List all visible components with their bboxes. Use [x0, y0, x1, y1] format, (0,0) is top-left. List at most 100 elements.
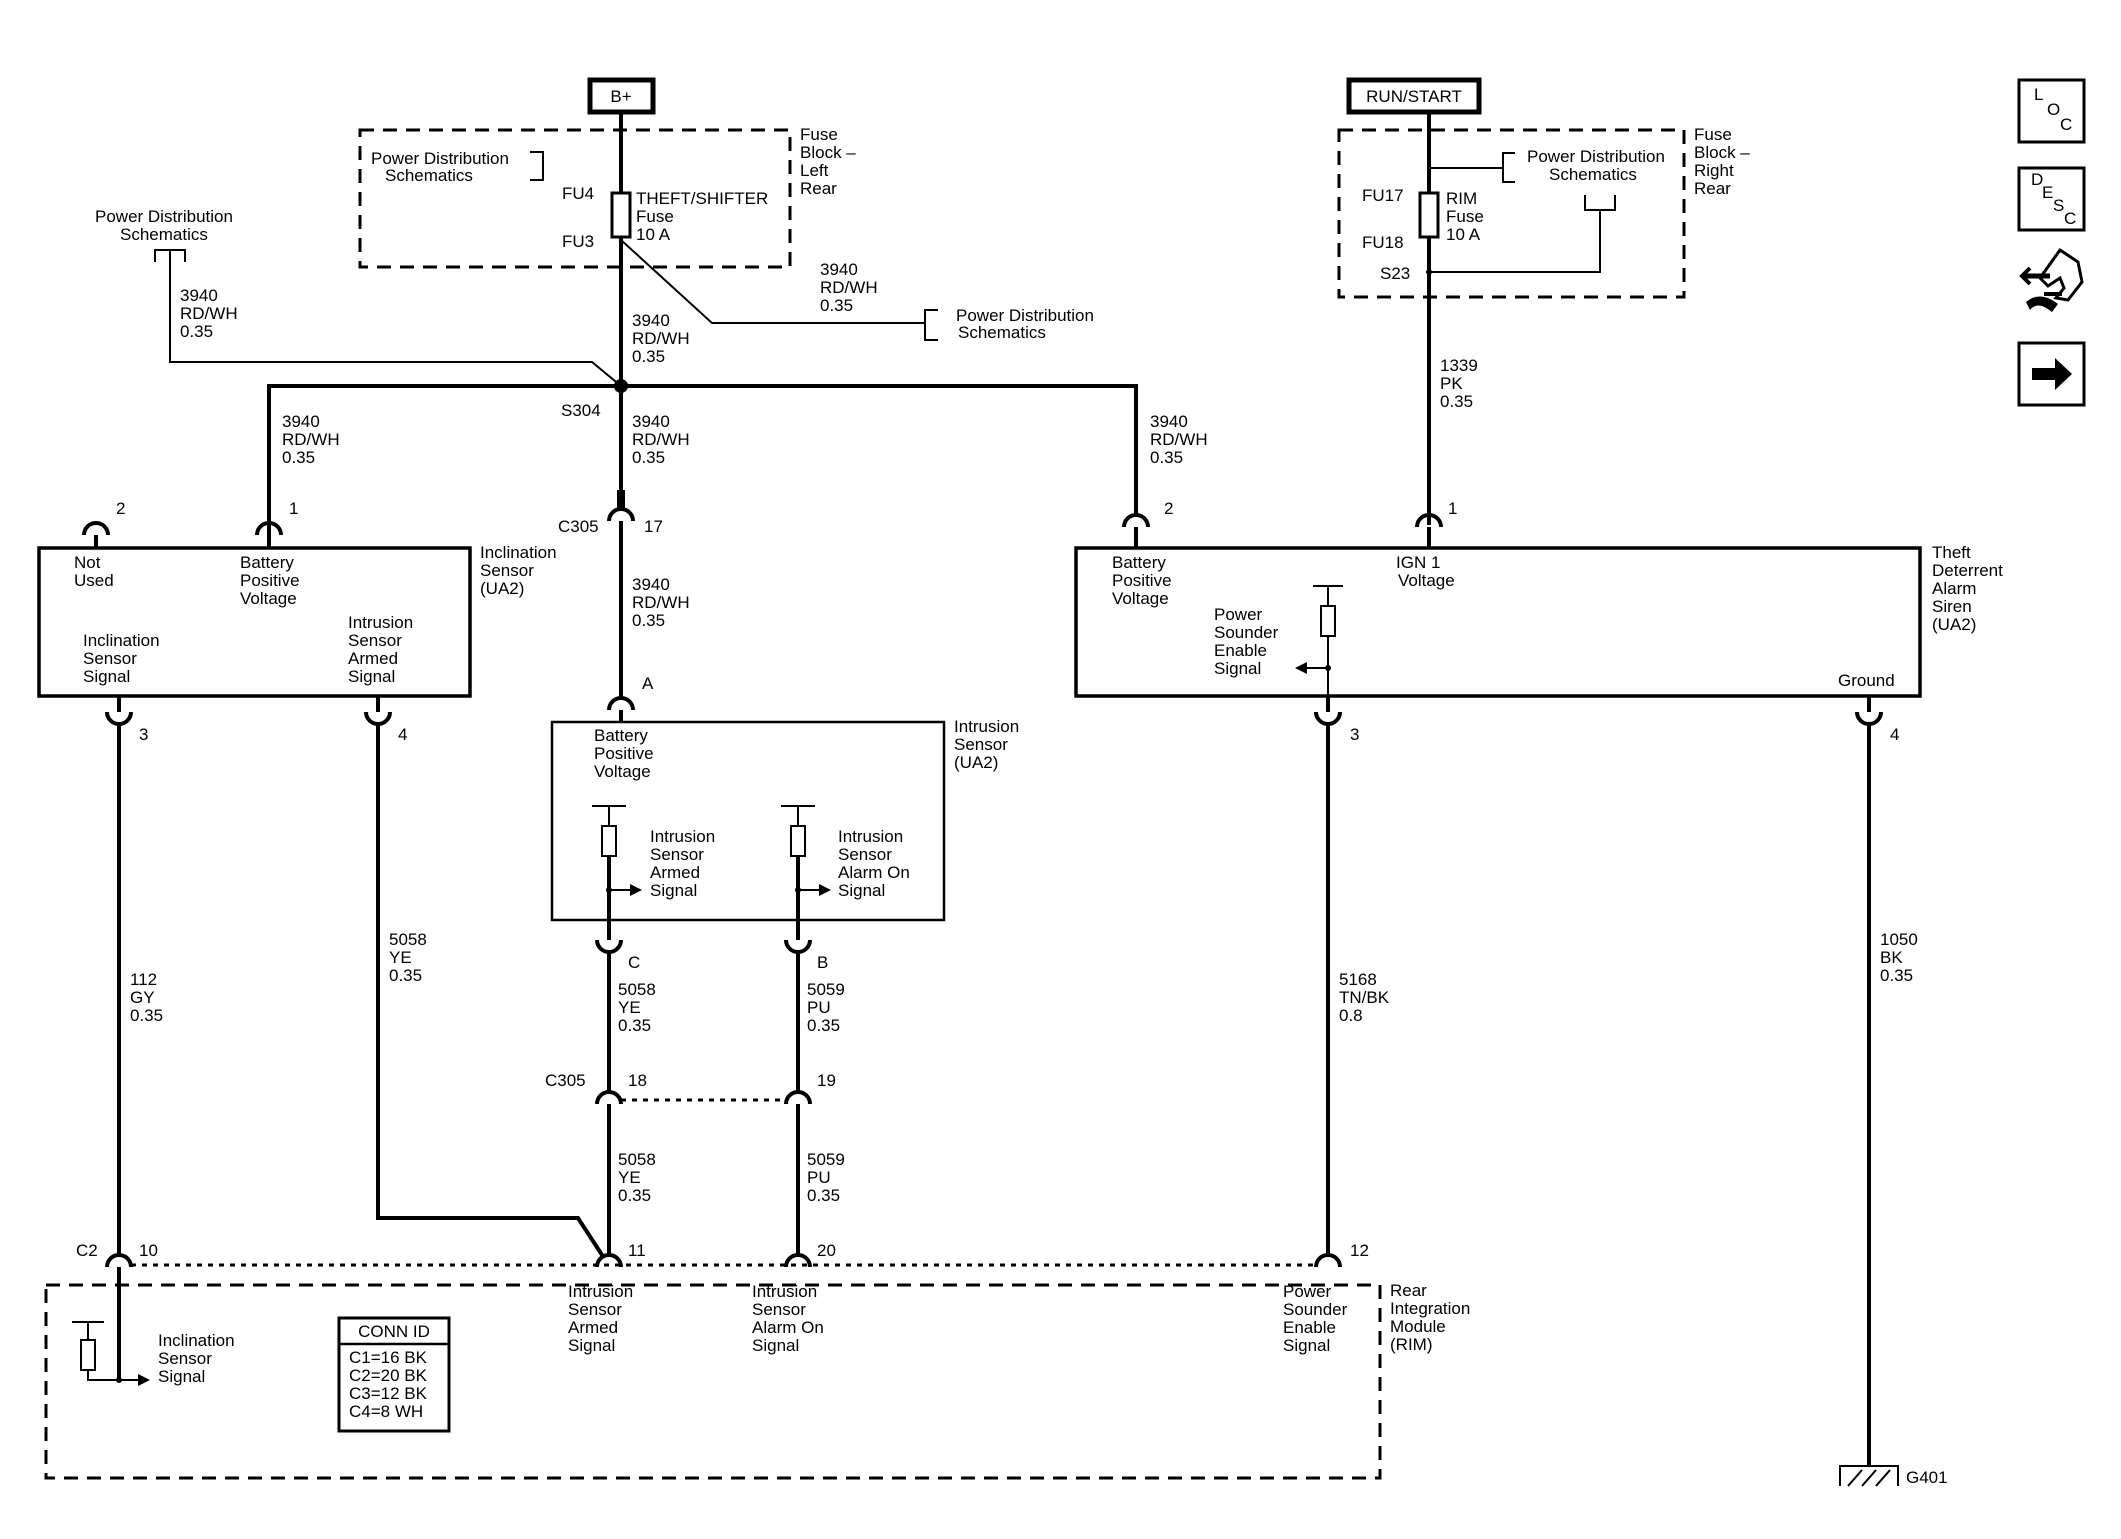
conn-id-table [337, 1316, 451, 1433]
rim-module-box [44, 1283, 1382, 1480]
wire-3940-fuse-out-label: 3940 RD/WH 0.35 [632, 311, 694, 366]
siren-pin2-connector [1122, 513, 1150, 528]
wire-5059-up-label: 5059 PU 0.35 [807, 980, 850, 1035]
run-start-source: RUN/START [1346, 77, 1482, 115]
rim-pin12-connector [1314, 1253, 1342, 1268]
rim-incl-pullup [72, 1321, 150, 1386]
incl-pin3-connector [105, 711, 133, 726]
siren-sounder-pullup [1295, 585, 1343, 696]
pd-left-wire [169, 250, 622, 387]
fu17-label: FU17 [1362, 186, 1404, 205]
wire-5059-dn-label: 5059 PU 0.35 [807, 1150, 850, 1205]
rim-name: Rear Integration Module (RIM) [1390, 1281, 1475, 1354]
bplus-label: B+ [610, 87, 631, 106]
ground-g401-symbol [1839, 1465, 1899, 1487]
fuse-block-left-rear [358, 128, 792, 269]
incl-pin4-label: 4 [398, 725, 407, 744]
intr-armed-pullup [592, 805, 642, 940]
desc-icon-e: E [2042, 183, 2053, 202]
intrusion-sensor-box [550, 720, 946, 922]
wire-3940-intr-label: 3940 RD/WH 0.35 [632, 575, 694, 630]
desc-icon[interactable]: D E S C [2017, 166, 2086, 232]
siren-ign-label: IGN 1 Voltage [1396, 553, 1455, 590]
loc-icon-c: C [2060, 115, 2072, 134]
s304-splice [614, 379, 628, 393]
fuse-left-pd-bracket [530, 151, 544, 181]
intr-alarm-label: Intrusion Sensor Alarm On Signal [838, 827, 915, 900]
siren-sounder-label: Power Sounder Enable Signal [1214, 605, 1283, 678]
wire-5058-long [376, 724, 606, 1260]
siren-pin3-connector [1314, 711, 1342, 726]
fuse-right-pd-ref: Power Distribution Schematics [1527, 147, 1670, 184]
connector-tool-icon[interactable] [2019, 247, 2084, 312]
desc-icon-d: D [2031, 170, 2043, 189]
fuse-left-pd-ref: Power Distribution Schematics [371, 149, 514, 185]
c305-top-label: C305 [558, 517, 599, 536]
c305-19-pin: 19 [817, 1071, 836, 1090]
incl-intr-armed-label: Intrusion Sensor Armed Signal [348, 613, 418, 686]
run-start-label: RUN/START [1366, 87, 1462, 106]
incl-pin1-label: 1 [289, 499, 298, 518]
intr-pinB-label: B [817, 953, 828, 972]
fu18-label: FU18 [1362, 233, 1404, 252]
loc-icon-l: L [2034, 85, 2043, 104]
incl-pin1-connector [255, 521, 283, 536]
rim-pin12-label: 12 [1350, 1241, 1369, 1260]
conn-id-rows: C1=16 BK C2=20 BK C3=12 BK C4=8 WH [349, 1348, 432, 1421]
theft-shifter-fuse-label: THEFT/SHIFTER Fuse 10 A [636, 189, 773, 244]
intrusion-sensor-name: Intrusion Sensor (UA2) [954, 717, 1024, 772]
s304-bus [267, 384, 1138, 525]
loc-icon[interactable]: L O C [2017, 78, 2086, 144]
siren-name: Theft Deterrent Alarm Siren (UA2) [1932, 543, 2008, 634]
s23-splice [1426, 269, 1432, 275]
rim-armed-label: Intrusion Sensor Armed Signal [568, 1282, 638, 1355]
wire-1339-label: 1339 PK 0.35 [1440, 356, 1483, 411]
loc-icon-o: O [2047, 100, 2060, 119]
rim-incl-sig-label: Inclination Sensor Signal [158, 1331, 239, 1386]
c305-19-connector [784, 1090, 812, 1105]
siren-pin4-connector [1855, 711, 1883, 726]
desc-icon-c: C [2064, 209, 2076, 228]
incl-sig-label: Inclination Sensor Signal [83, 631, 164, 686]
siren-pin3-label: 3 [1350, 725, 1359, 744]
s23-wire [1429, 210, 1601, 273]
siren-pin1-label: 1 [1448, 499, 1457, 518]
inclination-sensor-name: Inclination Sensor (UA2) [480, 543, 561, 598]
next-arrow-icon[interactable] [2017, 341, 2086, 407]
rim-alarm-label: Intrusion Sensor Alarm On Signal [752, 1282, 829, 1355]
rim-pin10-connector [105, 1253, 133, 1268]
incl-not-used: Not Used [74, 553, 114, 590]
fuse-block-right-rear [1337, 128, 1686, 299]
siren-pin2-label: 2 [1164, 499, 1173, 518]
c305-18-connector [595, 1090, 623, 1105]
s23-label: S23 [1380, 264, 1410, 283]
c305-17-connector [607, 507, 635, 522]
wire-3940-s304-label: 3940 RD/WH 0.35 [632, 412, 694, 467]
c305-mid-label: C305 [545, 1071, 586, 1090]
rim-pin20-label: 20 [817, 1241, 836, 1260]
incl-pin4-connector [364, 711, 392, 726]
pd-left-label: Power Distribution Schematics [95, 207, 238, 244]
rim-fuse [1418, 191, 1440, 239]
fuse-block-right-name: Fuse Block – Right Rear [1694, 125, 1754, 198]
wire-5058-long-label: 5058 YE 0.35 [389, 930, 432, 985]
incl-pin3-label: 3 [139, 725, 148, 744]
rim-pin11-label: 11 [628, 1241, 646, 1260]
wire-5058-dn-label: 5058 YE 0.35 [618, 1150, 661, 1205]
wire-5168-label: 5168 TN/BK 0.8 [1339, 970, 1394, 1025]
fuse-block-left-name: Fuse Block – Left Rear [800, 125, 860, 198]
pd-mid-label: Power Distribution Schematics [956, 306, 1099, 342]
intr-pinC-connector [595, 939, 623, 954]
intr-pinA-label: A [642, 674, 654, 693]
incl-pin2-connector [82, 521, 110, 536]
c305-18-pin: 18 [628, 1071, 647, 1090]
rim-pd-bracket [1502, 152, 1515, 183]
siren-batt-label: Battery Positive Voltage [1112, 553, 1176, 608]
wire-112-label: 112 GY 0.35 [130, 970, 163, 1025]
siren-pin1-connector [1415, 513, 1443, 528]
rim-pin10-label: 10 [139, 1241, 158, 1260]
pd-mid-wire [620, 239, 925, 324]
wire-3940-siren-label: 3940 RD/WH 0.35 [1150, 412, 1212, 467]
fu4-label: FU4 [562, 184, 594, 203]
